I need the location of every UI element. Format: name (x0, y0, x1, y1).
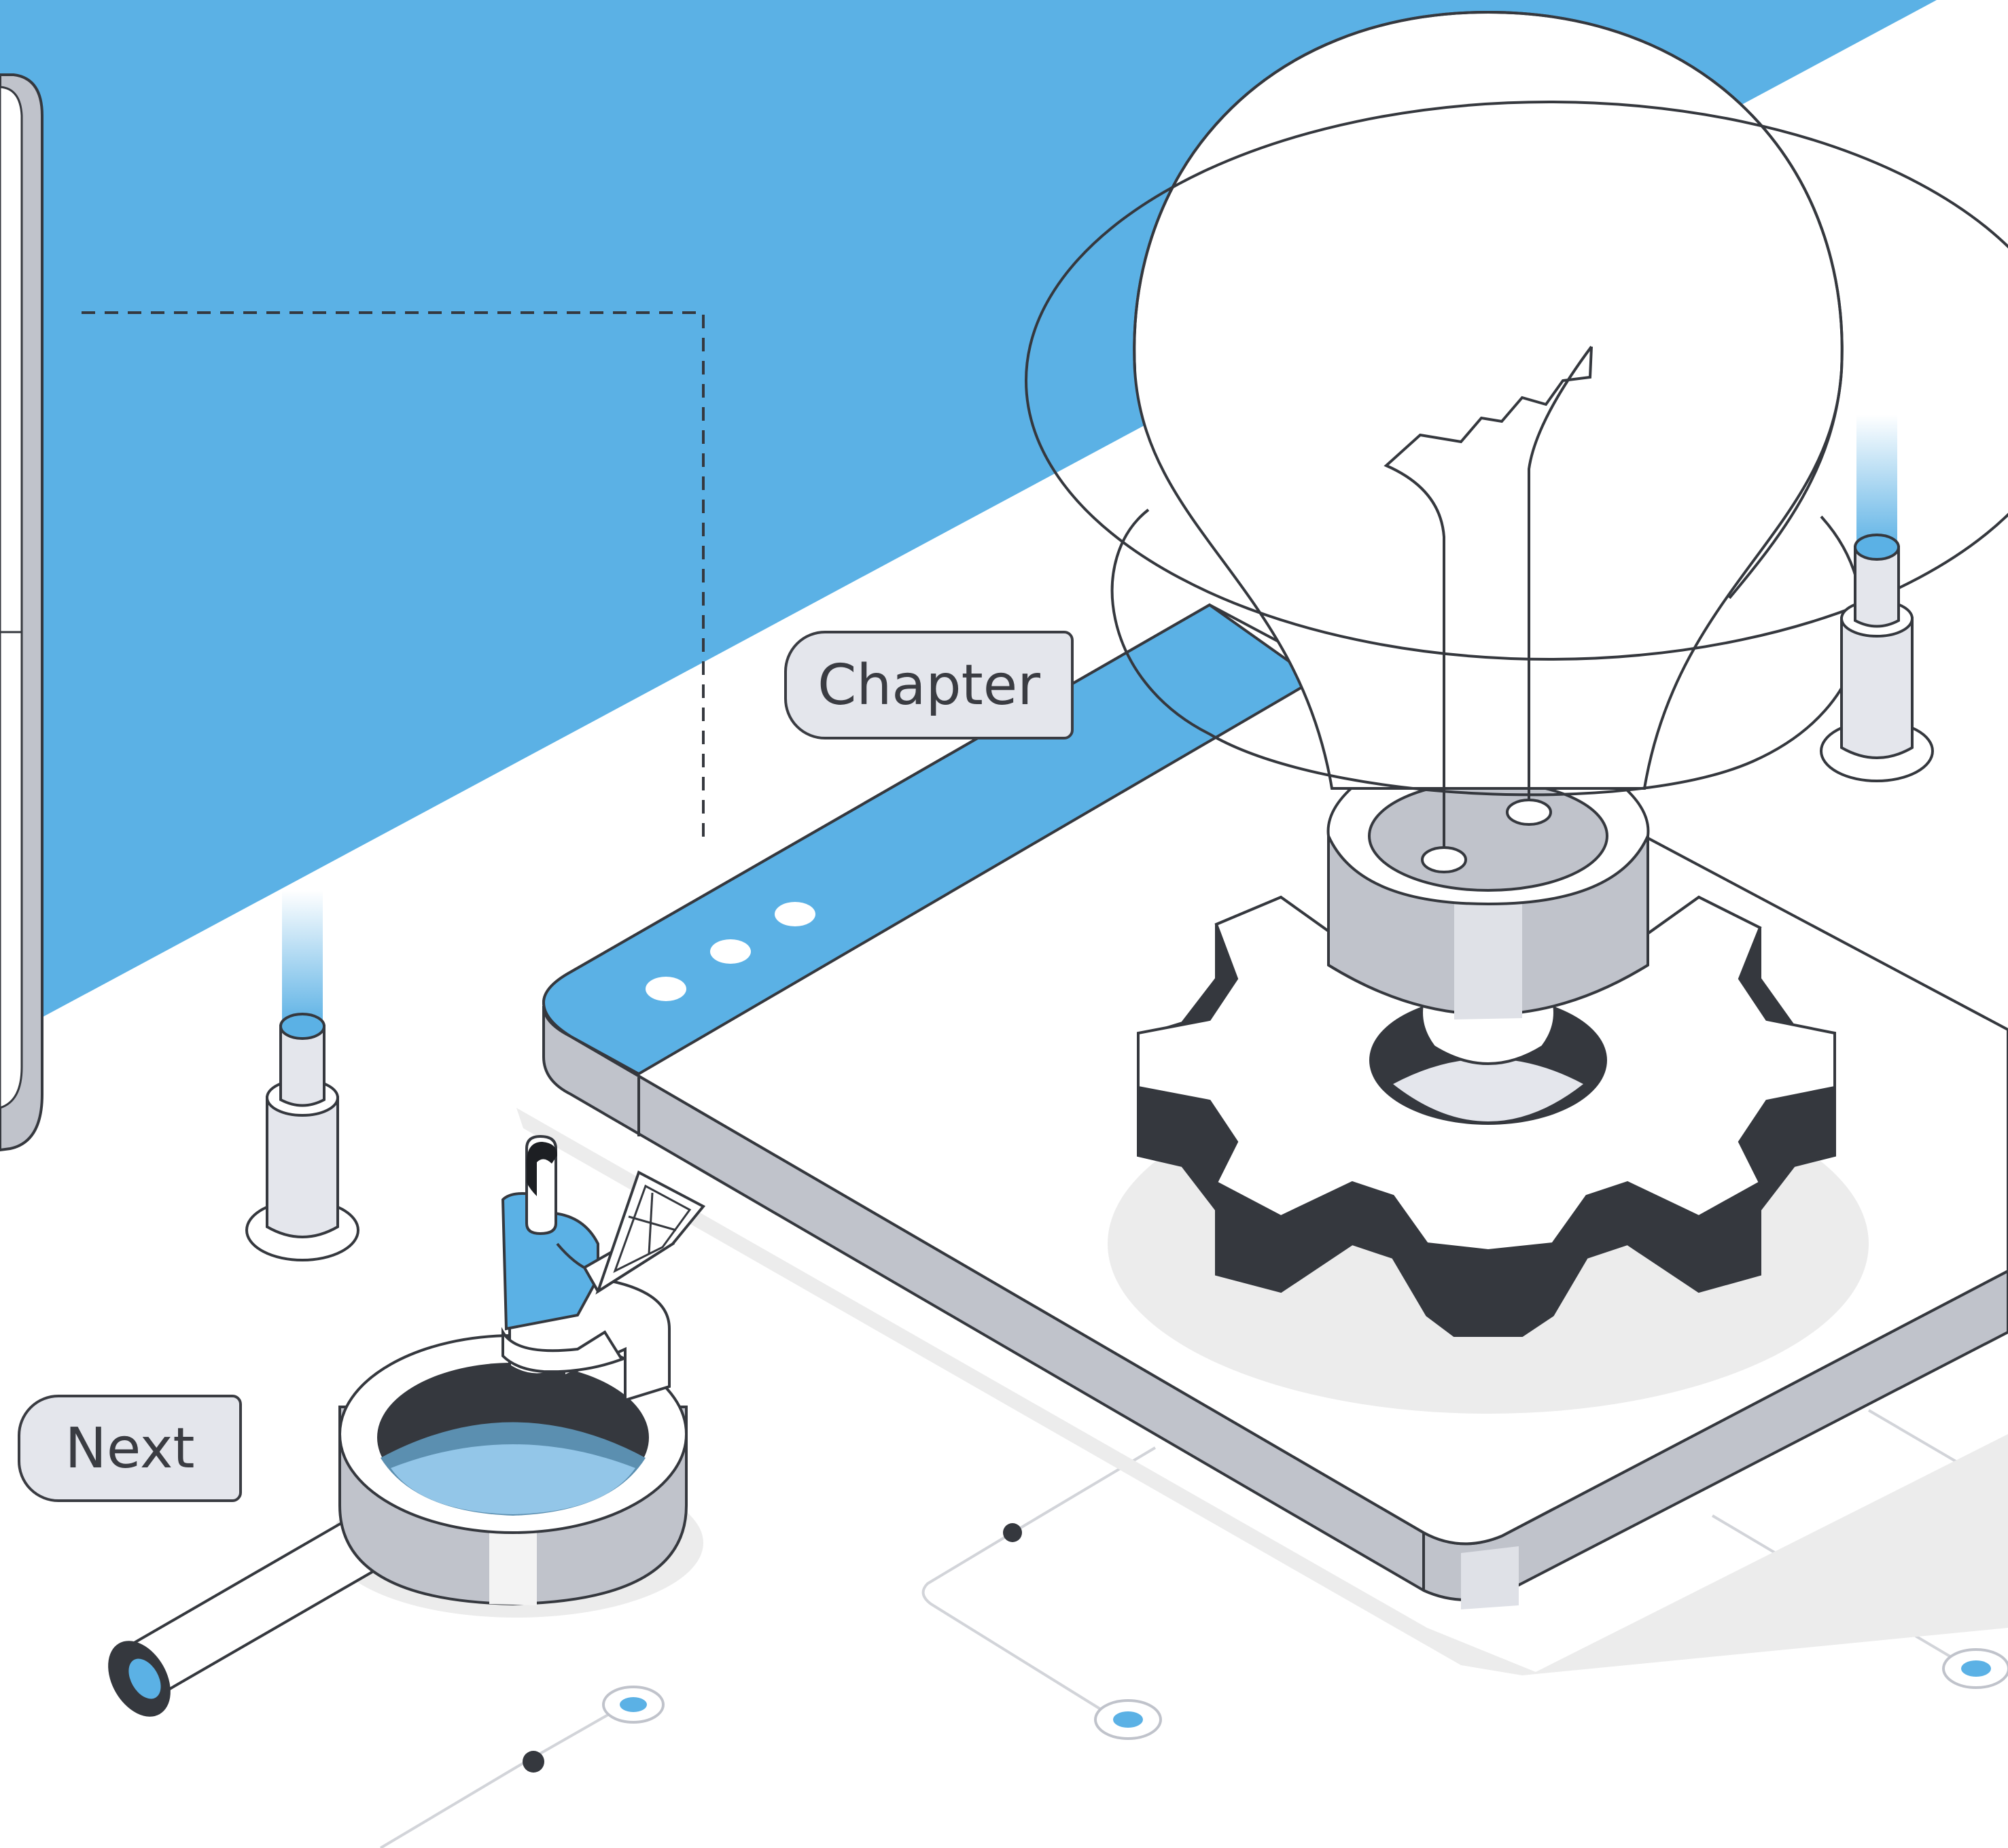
chapter-label: Chapter (817, 652, 1040, 718)
person-with-laptop-icon (501, 1134, 706, 1402)
dashed-guide-line (82, 311, 705, 839)
window-dot-3 (775, 902, 815, 926)
magnifying-glass-icon (108, 1334, 703, 1717)
chapter-button[interactable]: Chapter (784, 631, 1074, 739)
next-label: Next (65, 1416, 195, 1481)
lightbulb-icon (1025, 10, 2008, 1065)
window-dot-1 (646, 977, 686, 1001)
beacon-pillar-right (1820, 415, 1934, 782)
left-device-frame (0, 73, 43, 1152)
gear-icon (1108, 885, 1869, 1414)
next-button[interactable]: Next (18, 1395, 242, 1502)
beacon-pillar-left (245, 890, 359, 1261)
window-dot-2 (710, 939, 751, 964)
